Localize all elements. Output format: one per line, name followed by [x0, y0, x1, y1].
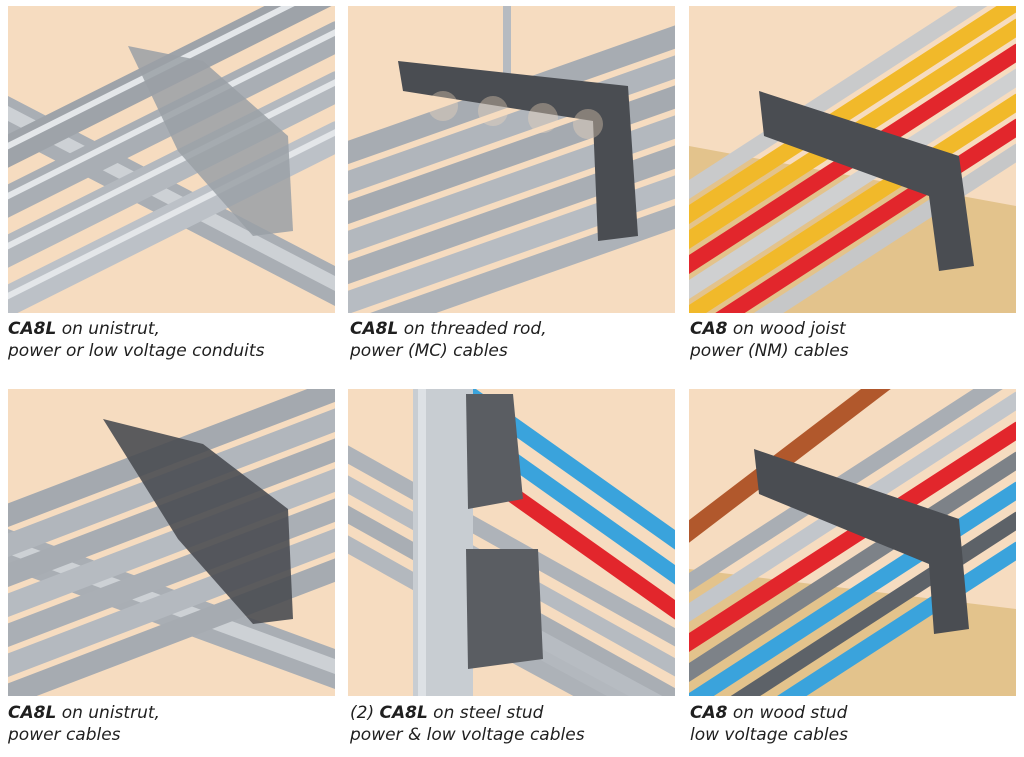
- caption: CA8 on wood stud low voltage cables: [690, 702, 848, 746]
- model-name: CA8: [690, 703, 728, 723]
- caption-line2: power & low voltage cables: [350, 725, 585, 745]
- caption-line1: (2) CA8L on steel stud: [350, 703, 544, 723]
- caption: CA8 on wood joist power (NM) cables: [690, 318, 849, 362]
- model-name: CA8: [690, 319, 728, 339]
- photo-wood-stud-lv-cables: [689, 389, 1016, 696]
- caption-line1: CA8L on unistrut,: [8, 319, 160, 339]
- model-name: CA8L: [379, 703, 428, 723]
- photo-wood-joist-nm-cables: [689, 6, 1016, 313]
- caption-line2: power (MC) cables: [350, 341, 508, 361]
- caption-line2: power cables: [8, 725, 121, 745]
- photo-threaded-rod-mc-cables: [348, 6, 675, 313]
- caption-line2: low voltage cables: [690, 725, 848, 745]
- caption: (2) CA8L on steel stud power & low volta…: [350, 702, 585, 746]
- caption-line2: power or low voltage conduits: [8, 341, 265, 361]
- model-name: CA8L: [8, 703, 57, 723]
- model-name: CA8L: [350, 319, 399, 339]
- caption: CA8L on threaded rod, power (MC) cables: [350, 318, 547, 362]
- caption-line1: CA8L on unistrut,: [8, 703, 160, 723]
- caption-line2: power (NM) cables: [690, 341, 849, 361]
- photo-unistrut-conduits: [8, 6, 335, 313]
- caption: CA8L on unistrut, power cables: [8, 702, 160, 746]
- caption-line1: CA8 on wood joist: [690, 319, 846, 339]
- caption: CA8L on unistrut, power or low voltage c…: [8, 318, 264, 362]
- photo-unistrut-power-cables: [8, 389, 335, 696]
- model-name: CA8L: [8, 319, 57, 339]
- photo-steel-stud-cables: [348, 389, 675, 696]
- caption-line1: CA8 on wood stud: [690, 703, 848, 723]
- caption-line1: CA8L on threaded rod,: [350, 319, 547, 339]
